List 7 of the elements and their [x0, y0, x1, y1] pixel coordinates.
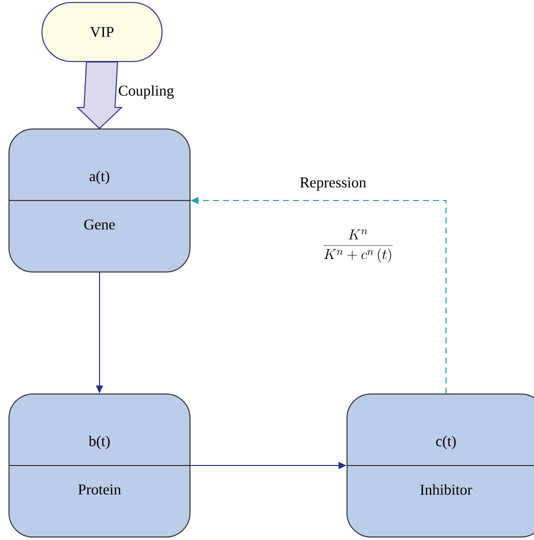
state-box: c(t) Inhibitor [346, 394, 534, 538]
block-arrow [76, 62, 123, 130]
state-box: a(t) Gene [8, 128, 191, 272]
edge-label: Repression [300, 177, 366, 191]
edge-label: Coupling [118, 85, 174, 99]
formula: $\frac{K^{n}}{K^{n}+c^{n}\,(t)}$ [323, 229, 393, 263]
state-box: b(t) Protein [8, 394, 191, 538]
